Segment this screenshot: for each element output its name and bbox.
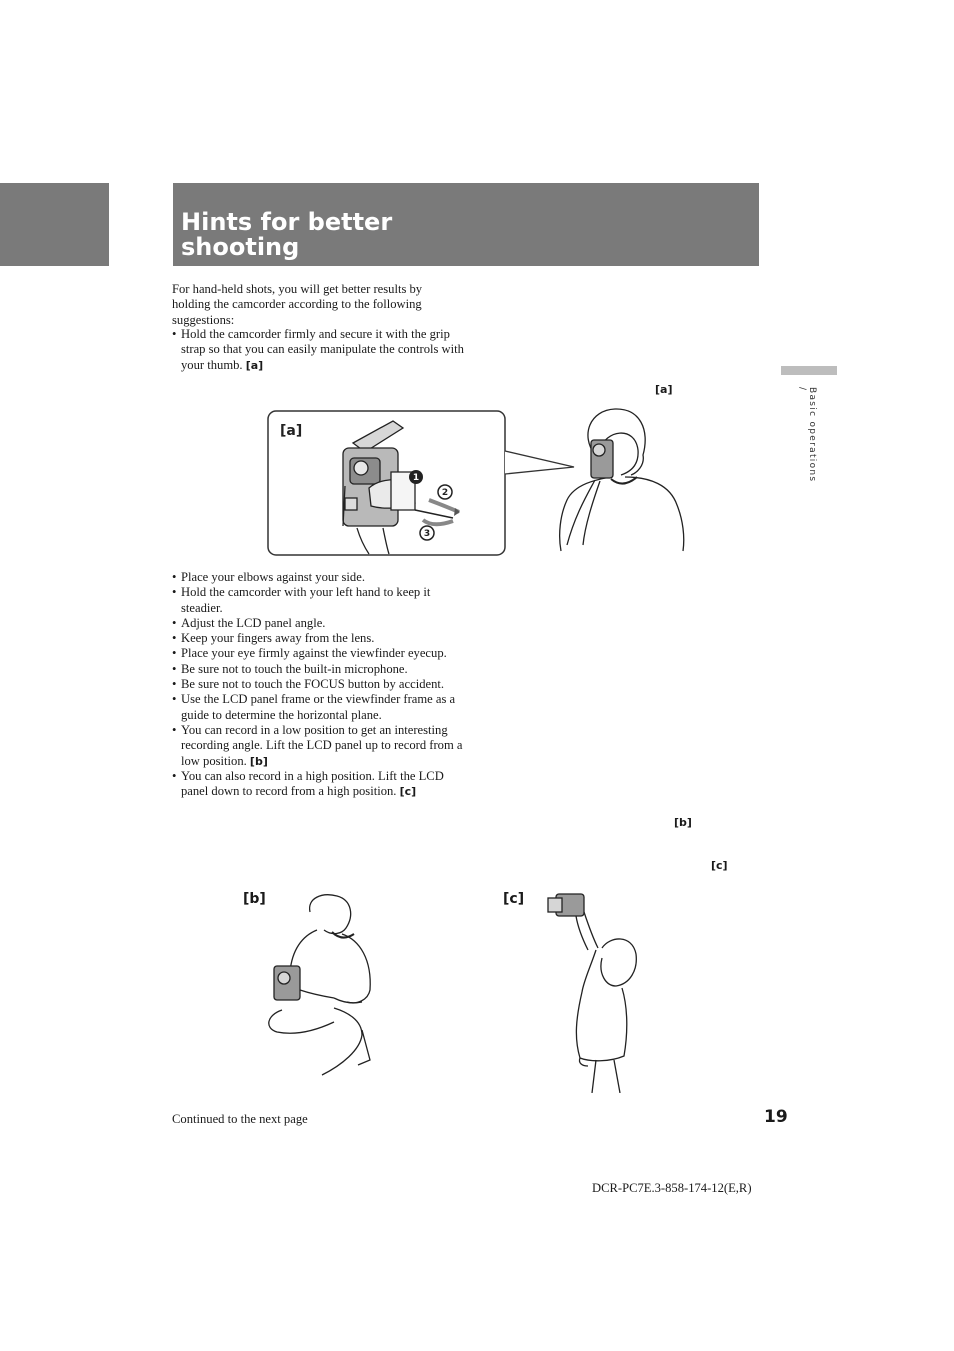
figure-a-label: [a]	[280, 423, 302, 439]
shooting-tips-list: Place your elbows against your side. Hol…	[172, 570, 464, 799]
list-item: Place your elbows against your side.	[172, 570, 464, 586]
list-item: You can record in a low position to get …	[172, 723, 464, 769]
list-item: Hold the camcorder firmly and secure it …	[172, 327, 464, 373]
list-item: Be sure not to touch the built-in microp…	[172, 662, 464, 678]
margin-ref-b: [b]	[674, 816, 692, 829]
list-item: Be sure not to touch the FOCUS button by…	[172, 677, 464, 693]
page-number: 19	[764, 1107, 788, 1127]
continued-note: Continued to the next page	[172, 1112, 308, 1126]
side-section-tab	[781, 366, 837, 375]
list-item: Hold the camcorder with your left hand t…	[172, 585, 464, 616]
page-title: Hints for better shooting	[181, 208, 393, 261]
margin-ref-a: [a]	[655, 383, 673, 396]
figure-b-low-position	[268, 894, 371, 1076]
list-item: Keep your fingers away from the lens.	[172, 631, 464, 647]
list-item: Use the LCD panel frame or the viewfinde…	[172, 692, 464, 723]
margin-ref-c: [c]	[711, 859, 728, 872]
side-section-label: Basic operations /	[797, 387, 817, 483]
step-2-marker: 2	[442, 488, 448, 498]
figure-a-person-filming	[559, 408, 685, 552]
list-item: Adjust the LCD panel angle.	[172, 616, 464, 632]
figure-a-grip-closeup: 1 2 3 [a]	[267, 410, 506, 556]
title-bar	[173, 183, 759, 266]
step-3-marker: 3	[424, 529, 430, 539]
step-1-marker: 1	[413, 473, 419, 483]
grip-tip-list: Hold the camcorder firmly and secure it …	[172, 327, 464, 373]
callout-pointer	[504, 450, 575, 475]
figure-c-high-position	[547, 893, 637, 1093]
intro-paragraph: For hand-held shots, you will get better…	[172, 282, 423, 327]
section-tab-left	[0, 183, 109, 266]
figure-c-label: [c]	[503, 891, 525, 907]
figure-b-label: [b]	[243, 891, 266, 907]
list-item: Place your eye firmly against the viewfi…	[172, 646, 464, 662]
model-code: DCR-PC7E.3-858-174-12(E,R)	[592, 1181, 752, 1195]
list-item: You can also record in a high position. …	[172, 769, 464, 800]
